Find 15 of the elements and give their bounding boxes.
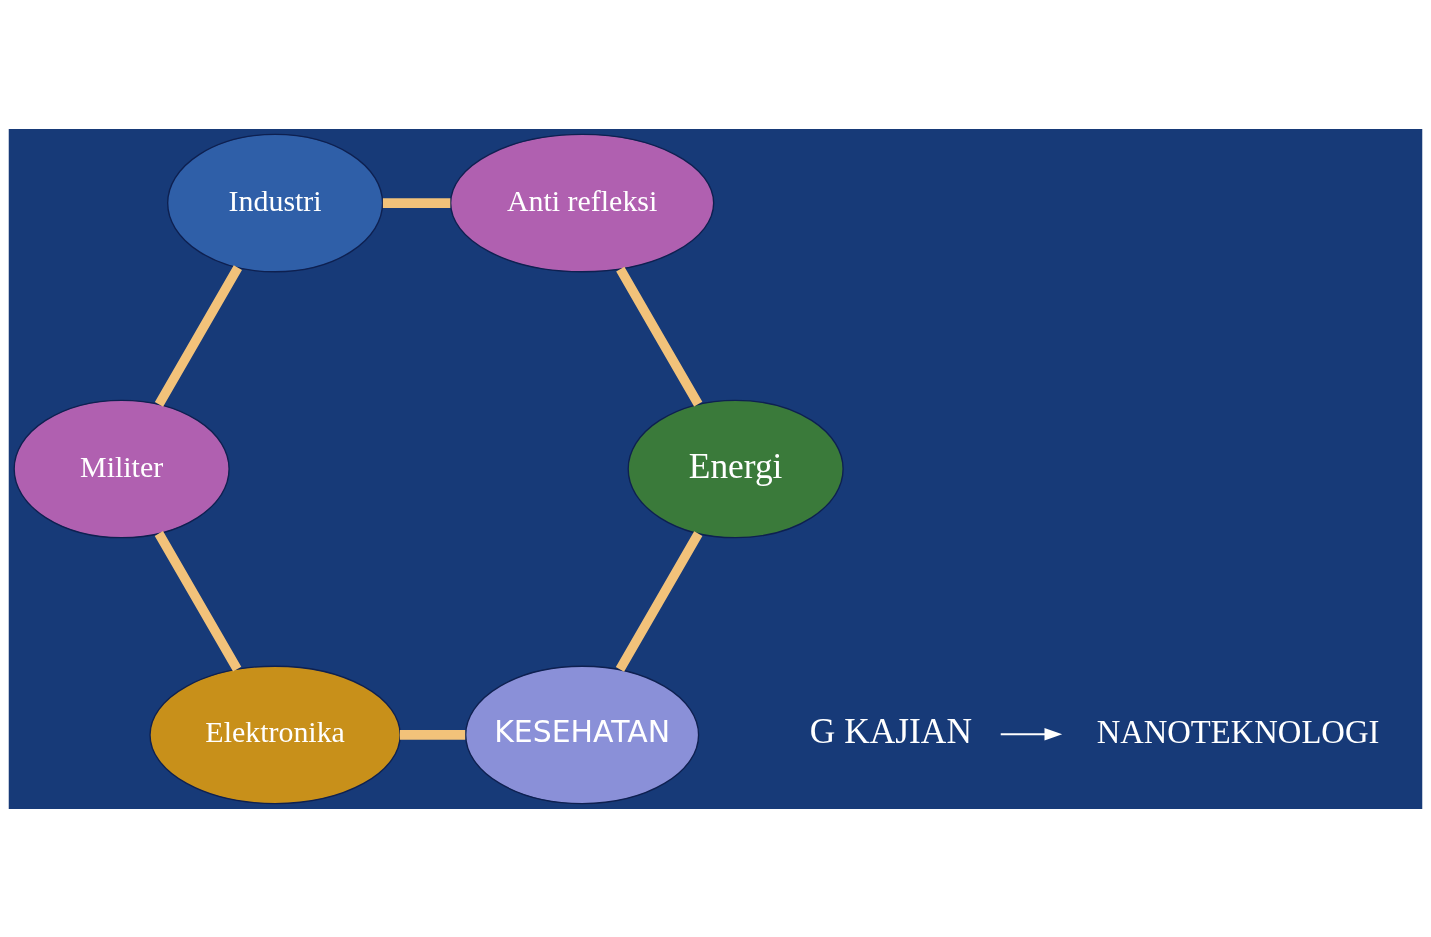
connector <box>154 530 242 672</box>
node-text: NANOTEKNOLOGI <box>1096 713 1380 750</box>
node-ellipse: Militer <box>13 399 230 538</box>
node-ellipse: KESEHATAN <box>465 665 700 804</box>
node-ellipse: Anti refleksi <box>449 133 715 272</box>
node-ellipse: Energi <box>627 399 844 538</box>
connector <box>154 264 242 407</box>
node-ellipse: Industri <box>167 133 384 272</box>
node-text: G KAJIAN <box>809 710 972 751</box>
connector <box>616 266 703 407</box>
connector <box>615 530 703 672</box>
connector <box>399 729 466 740</box>
arrow <box>1000 727 1063 740</box>
connector <box>382 197 451 208</box>
node-ellipse: Elektronika <box>149 665 401 804</box>
